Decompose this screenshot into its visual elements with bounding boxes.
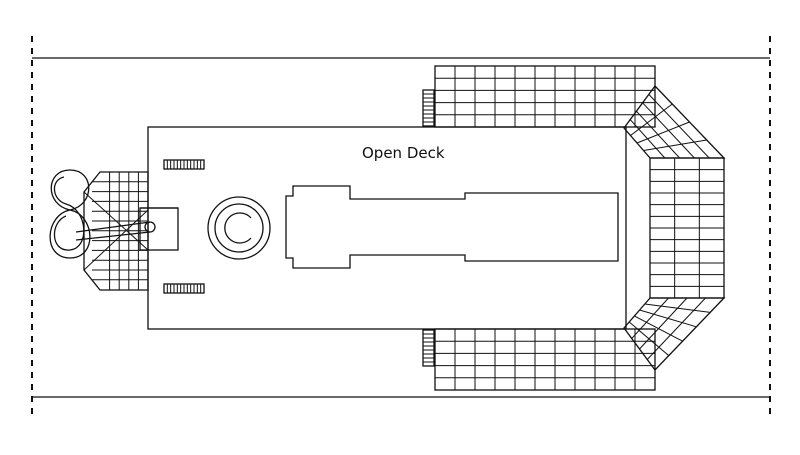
bottom-seating-grid — [434, 328, 656, 391]
right-seating-grid — [649, 157, 725, 299]
bottom-vent-strip — [422, 329, 435, 367]
lower-corner-seating-grid — [623, 297, 726, 372]
figure-eight-emblem-icon — [49, 169, 156, 259]
central-structure-outline — [285, 185, 619, 269]
circled-c-logo-icon — [207, 196, 271, 260]
deck-vent-top — [163, 159, 205, 170]
deck-vent-bottom — [163, 283, 205, 294]
top-seating-grid — [434, 65, 656, 128]
upper-corner-seating-grid — [623, 84, 726, 159]
top-vent-strip — [422, 89, 435, 127]
open-deck-label: Open Deck — [362, 144, 445, 162]
bow-structure — [83, 171, 179, 291]
